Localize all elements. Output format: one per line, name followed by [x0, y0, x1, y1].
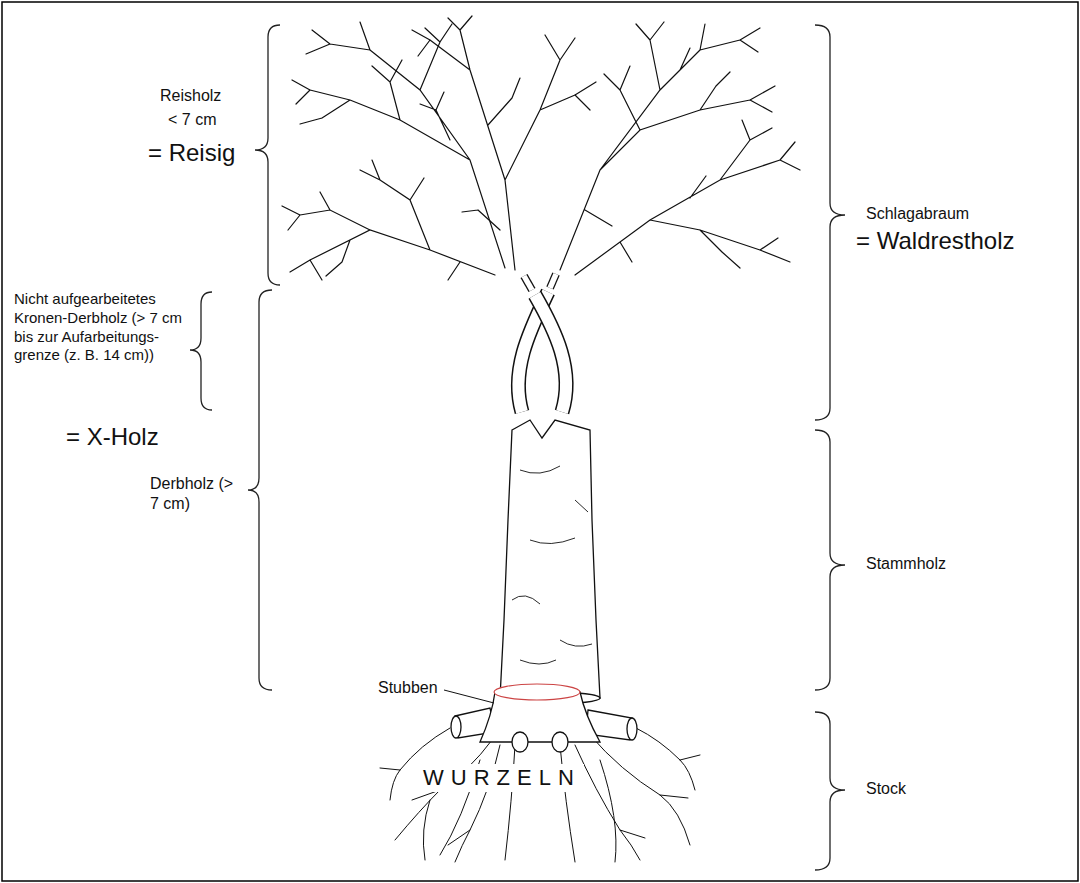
braces: [190, 25, 845, 870]
term-label: = Reisig: [148, 138, 235, 168]
part-label: Stock: [866, 779, 906, 799]
brace: [248, 290, 272, 690]
term-label: = Waldrestholz: [856, 226, 1015, 256]
term-label: = X-Holz: [66, 422, 159, 452]
stump: [451, 684, 637, 752]
crown-derbholz: [518, 274, 566, 412]
leader-line: [444, 690, 494, 703]
brace: [815, 430, 845, 690]
crown-twigs: [282, 16, 800, 280]
brace: [815, 712, 845, 870]
roots: [380, 728, 700, 862]
part-label: Nicht aufgearbeitetes Kronen-Derbholz (>…: [14, 290, 186, 365]
brace: [255, 25, 280, 285]
dimension-label: < 7 cm: [168, 110, 216, 130]
brace: [815, 25, 845, 420]
stem: [500, 420, 600, 704]
part-label: Stubben: [378, 678, 438, 698]
part-label: WURZELN: [420, 764, 584, 792]
part-label: Schlagabraum: [866, 204, 969, 224]
part-label: Stammholz: [866, 554, 946, 574]
part-label: Reisholz: [160, 86, 221, 106]
part-label: Derbholz (> 7 cm): [150, 474, 242, 514]
brace: [190, 292, 212, 410]
